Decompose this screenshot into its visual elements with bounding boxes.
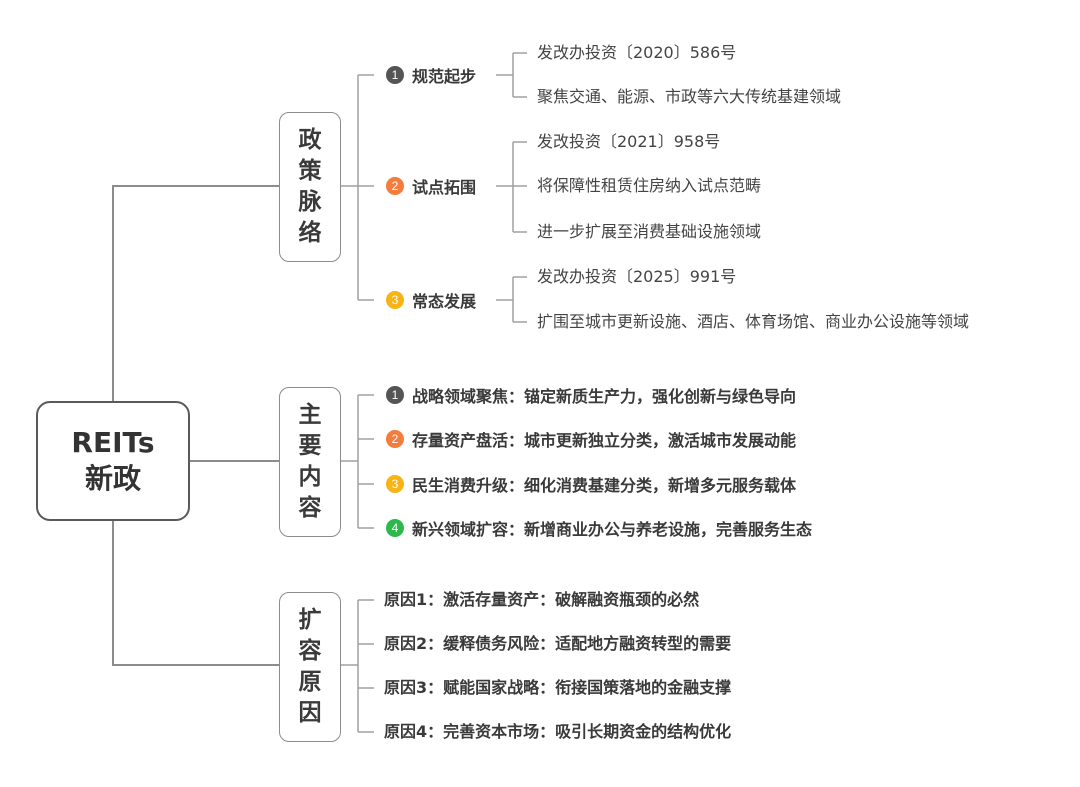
number-badge-icon: 1 [386, 66, 404, 84]
leaf-item: 聚焦交通、能源、市政等六大传统基建领域 [537, 87, 842, 106]
number-badge-icon: 3 [386, 291, 404, 309]
branch-char: 容 [298, 638, 322, 664]
branch-main-content[interactable]: 主 要 内 容 [279, 387, 341, 537]
root-title-line2: 新政 [84, 462, 141, 495]
connector-sub3-bracket [496, 276, 527, 323]
branch-policy-timeline[interactable]: 政 策 脉 络 [279, 112, 341, 262]
subtopic-label: 规范起步 [412, 67, 477, 86]
branch-char: 容 [298, 495, 322, 521]
branch-char: 络 [298, 220, 322, 246]
number-badge-icon: 3 [386, 475, 404, 493]
subtopic-normal-development[interactable]: 3 常态发展 [386, 288, 476, 312]
branch-char: 要 [298, 433, 322, 459]
content-item[interactable]: 3 民生消费升级：细化消费基建分类，新增多元服务载体 [386, 472, 796, 496]
connector-root-to-policy [112, 185, 279, 401]
content-item-text: 新兴领域扩容：新增商业办公与养老设施，完善服务生态 [412, 520, 813, 539]
branch-char: 内 [298, 464, 322, 490]
reason-item[interactable]: 原因4：完善资本市场：吸引长期资金的结构优化 [384, 722, 732, 741]
branch-expansion-reasons[interactable]: 扩 容 原 因 [279, 592, 341, 742]
content-item[interactable]: 4 新兴领域扩容：新增商业办公与养老设施，完善服务生态 [386, 516, 812, 540]
content-item[interactable]: 2 存量资产盘活：城市更新独立分类，激活城市发展动能 [386, 427, 796, 451]
branch-char: 因 [298, 700, 322, 726]
leaf-item: 进一步扩展至消费基础设施领域 [537, 222, 762, 241]
root-title-line1: REITs [71, 426, 155, 459]
reason-item[interactable]: 原因3：赋能国家战略：衔接国策落地的金融支撑 [384, 678, 732, 697]
number-badge-icon: 2 [386, 430, 404, 448]
branch-char: 政 [298, 127, 322, 153]
connector-sub1-bracket [496, 52, 527, 98]
content-item-text: 存量资产盘活：城市更新独立分类，激活城市发展动能 [412, 431, 797, 450]
subtopic-pilot-expansion[interactable]: 2 试点拓围 [386, 174, 476, 198]
leaf-item: 扩围至城市更新设施、酒店、体育场馆、商业办公设施等领域 [537, 312, 970, 331]
reason-item[interactable]: 原因2：缓释债务风险：适配地方融资转型的需要 [384, 634, 732, 653]
number-badge-icon: 2 [386, 177, 404, 195]
number-badge-icon: 1 [386, 386, 404, 404]
subtopic-label: 常态发展 [412, 292, 477, 311]
leaf-item: 发改办投资〔2025〕991号 [537, 267, 737, 286]
branch-char: 扩 [298, 607, 322, 633]
connector-root-to-reasons [112, 521, 279, 666]
content-item-text: 民生消费升级：细化消费基建分类，新增多元服务载体 [412, 476, 797, 495]
content-item-text: 战略领域聚焦：锚定新质生产力，强化创新与绿色导向 [412, 387, 797, 406]
connector-policy-bracket [341, 74, 374, 301]
branch-char: 原 [298, 669, 322, 695]
leaf-item: 发改办投资〔2020〕586号 [537, 43, 737, 62]
connector-sub2-bracket [496, 141, 527, 233]
root-node[interactable]: REITs 新政 [36, 401, 190, 521]
branch-char: 策 [298, 158, 322, 184]
leaf-item: 发改投资〔2021〕958号 [537, 132, 721, 151]
branch-char: 脉 [298, 189, 322, 215]
branch-char: 主 [298, 402, 322, 428]
content-item[interactable]: 1 战略领域聚焦：锚定新质生产力，强化创新与绿色导向 [386, 383, 796, 407]
reason-item[interactable]: 原因1：激活存量资产：破解融资瓶颈的必然 [384, 590, 700, 609]
connector-content-bracket [341, 394, 374, 529]
leaf-item: 将保障性租赁住房纳入试点范畴 [537, 176, 762, 195]
number-badge-icon: 4 [386, 519, 404, 537]
connector-reasons-bracket [341, 599, 374, 733]
subtopic-standard-start[interactable]: 1 规范起步 [386, 63, 476, 87]
subtopic-label: 试点拓围 [412, 178, 477, 197]
